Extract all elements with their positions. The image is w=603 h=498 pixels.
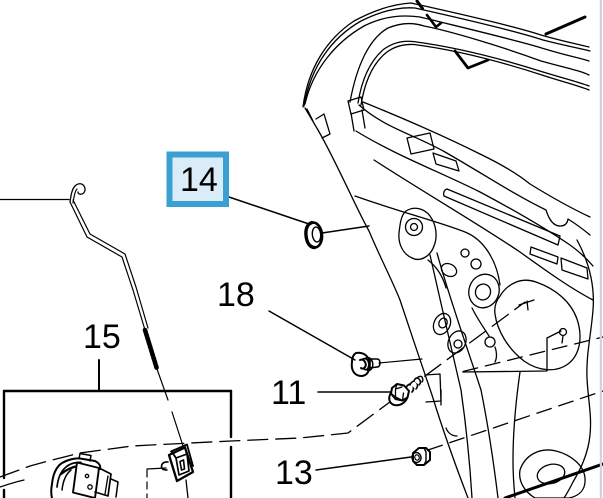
svg-text:14: 14 bbox=[180, 161, 218, 199]
svg-text:11: 11 bbox=[271, 374, 306, 412]
svg-text:15: 15 bbox=[83, 318, 121, 356]
svg-text:18: 18 bbox=[217, 276, 255, 314]
svg-text:13: 13 bbox=[275, 454, 313, 492]
